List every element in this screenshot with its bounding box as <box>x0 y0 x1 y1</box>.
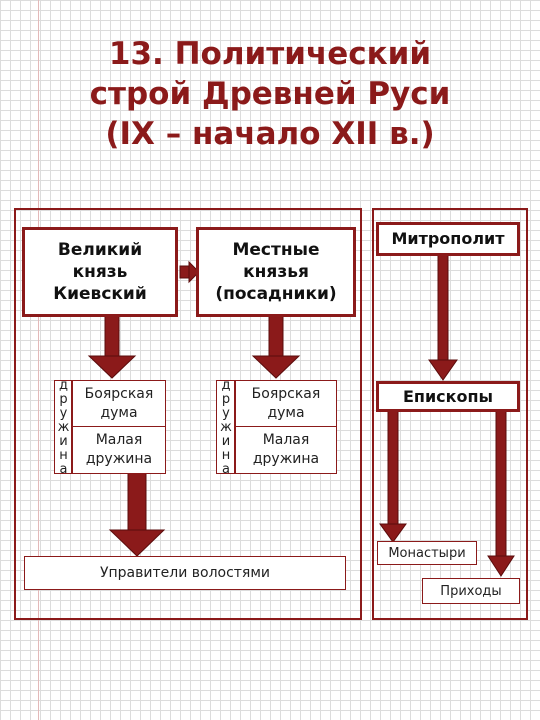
right-boyar-duma: Боярская дума <box>235 380 337 427</box>
arrow-down-6-head <box>487 555 515 577</box>
volost-governors-box: Управители волостями <box>24 556 346 590</box>
arrow-down-6 <box>495 409 507 559</box>
title-line-3: (IX – начало XII в.) <box>105 116 435 152</box>
margin-line <box>38 0 39 720</box>
page-title: 13. Политический строй Древней Руси (IX … <box>40 34 500 154</box>
arrow-down-5 <box>387 409 399 527</box>
arrow-down-4 <box>437 251 449 363</box>
left-druzhina-label: дружина <box>54 378 72 476</box>
church-power-frame <box>372 208 528 620</box>
parishes-box: Приходы <box>422 578 520 604</box>
arrow-down-3 <box>127 471 147 533</box>
arrow-down-5-head <box>379 523 407 543</box>
local-princes-box: Местные князья (посадники) <box>196 227 356 317</box>
bishops-box: Епископы <box>376 381 520 412</box>
right-druzhina-label: дружина <box>216 378 235 476</box>
monasteries-box: Монастыри <box>377 541 477 565</box>
left-druzhina-text: дружина <box>56 378 71 476</box>
arrow-down-2 <box>268 315 284 359</box>
metropolitan-box: Митрополит <box>376 222 520 256</box>
arrow-down-2-head <box>251 355 301 379</box>
title-line-1: 13. Политический <box>108 36 432 72</box>
arrow-right-head <box>188 260 200 284</box>
right-small-druzhina: Малая дружина <box>235 426 337 474</box>
arrow-down-4-head <box>428 359 458 381</box>
arrow-down-1 <box>104 315 120 359</box>
grand-prince-box: Великий князь Киевский <box>22 227 178 317</box>
left-boyar-duma: Боярская дума <box>72 380 166 427</box>
right-druzhina-text: дружина <box>218 378 234 476</box>
left-small-druzhina: Малая дружина <box>72 426 166 474</box>
secular-power-frame <box>14 208 362 620</box>
title-line-2: строй Древней Руси <box>89 76 451 112</box>
arrow-down-1-head <box>87 355 137 379</box>
arrow-down-3-head <box>108 529 166 557</box>
